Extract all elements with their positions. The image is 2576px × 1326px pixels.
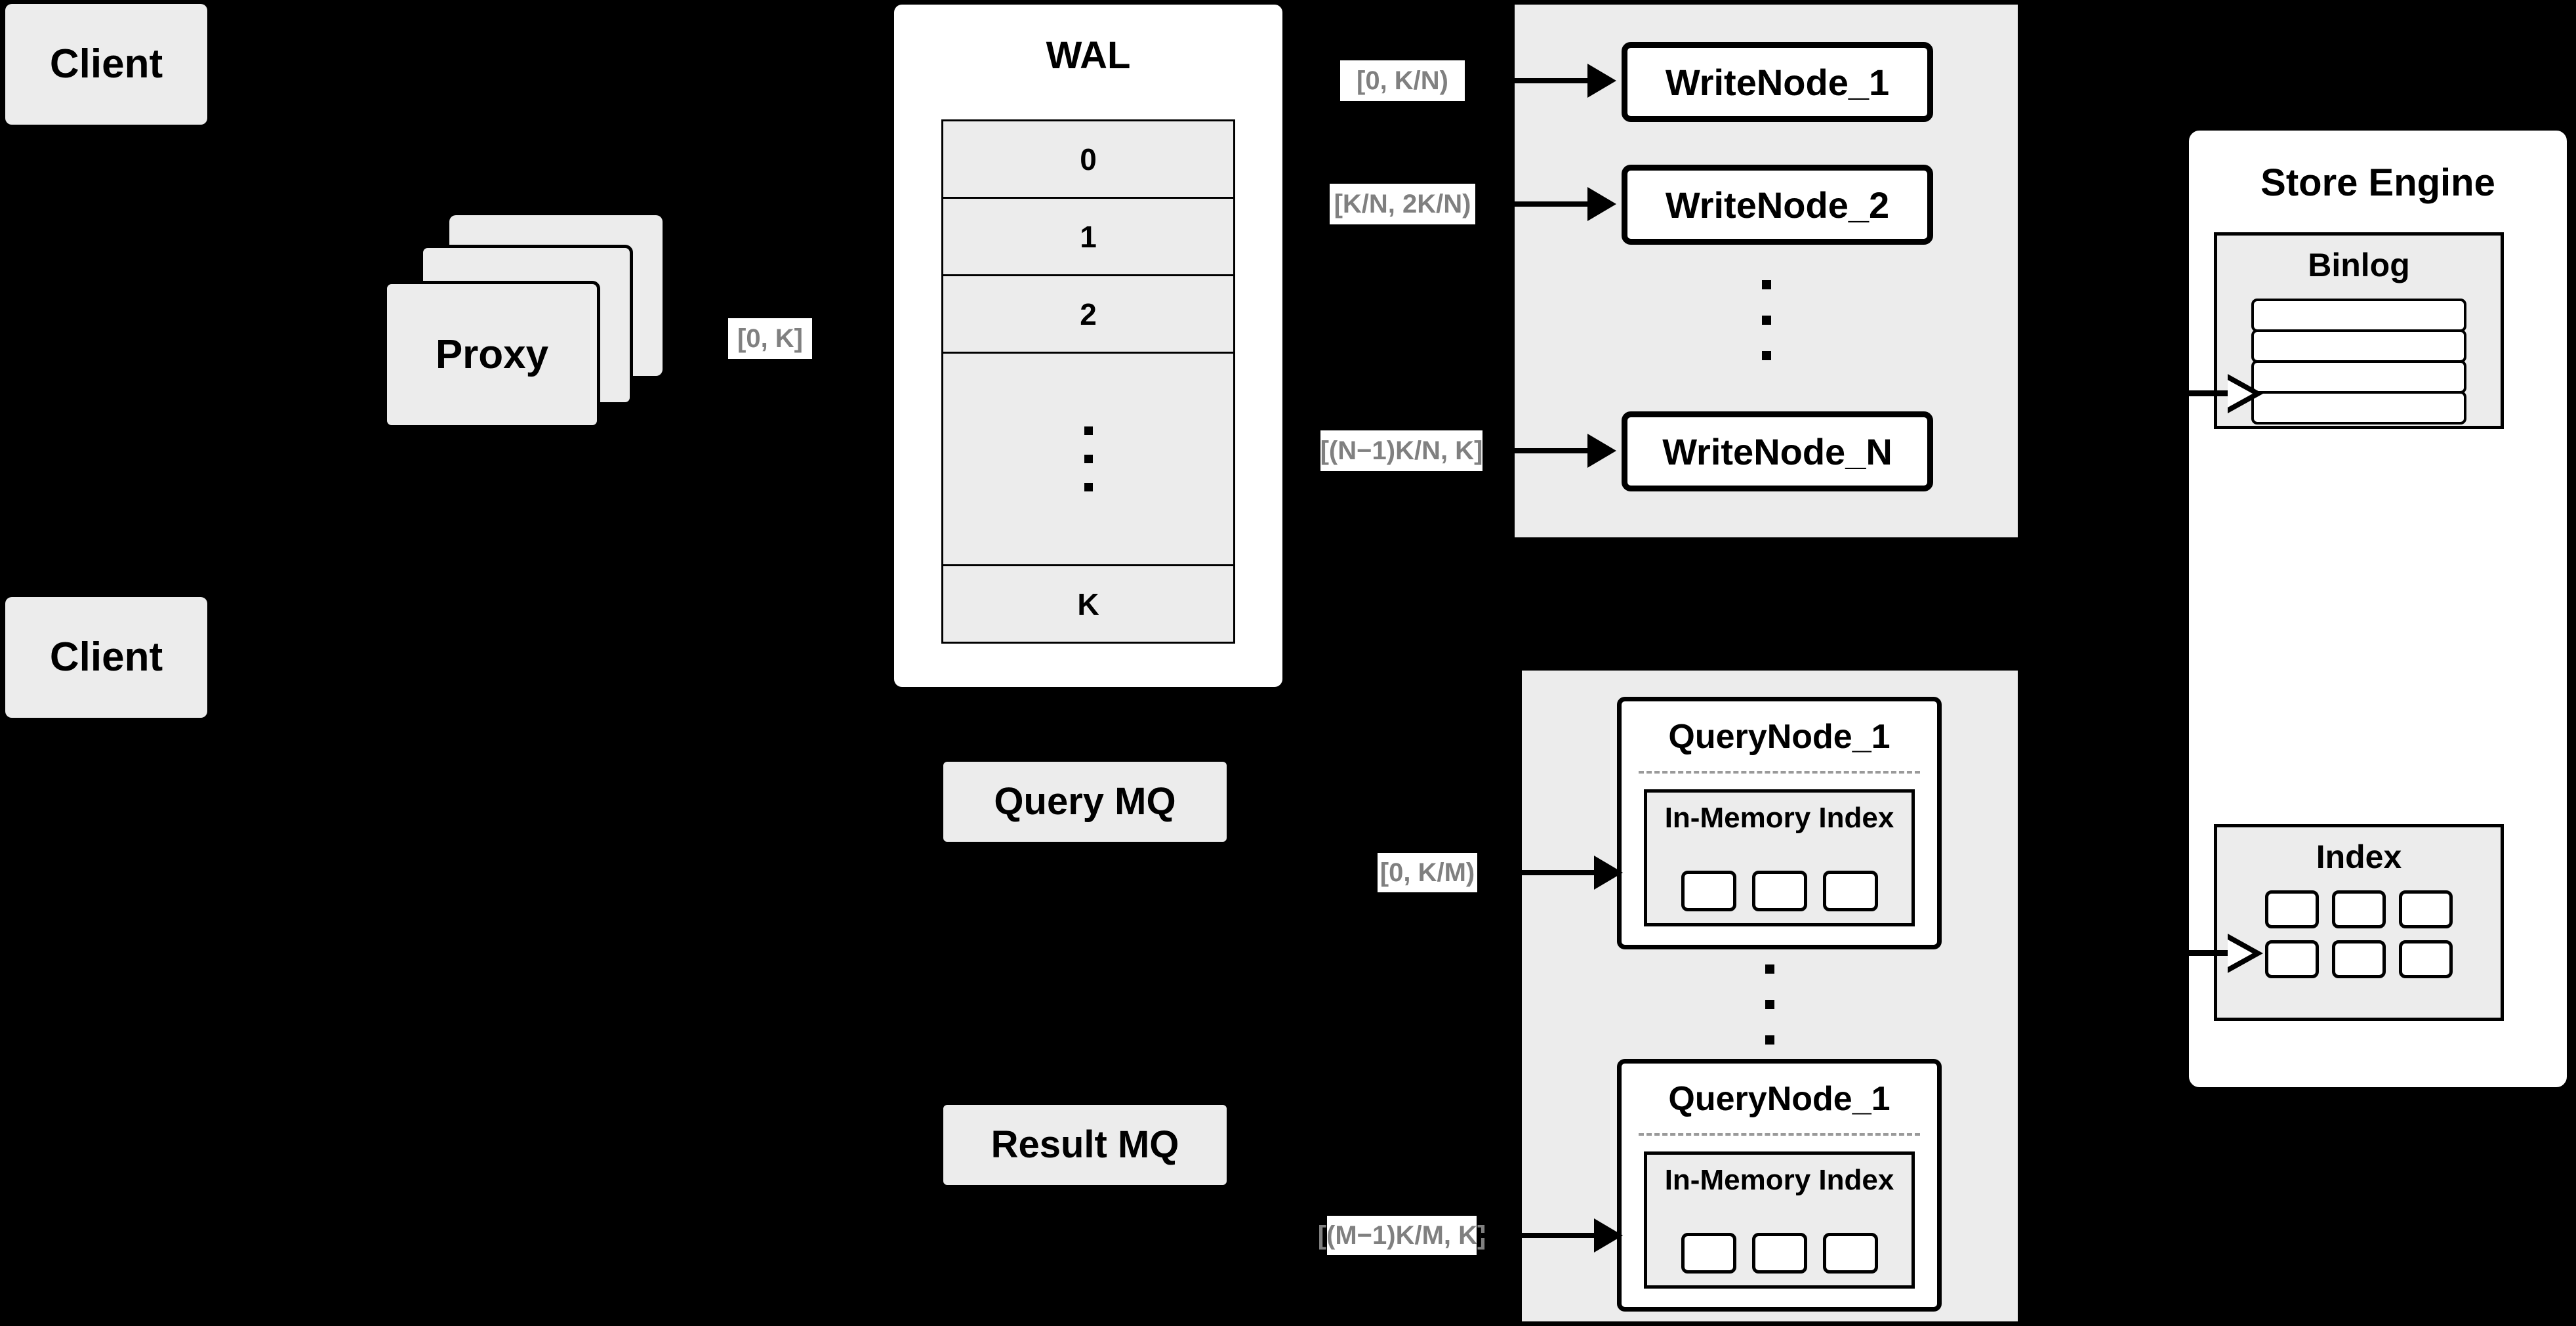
store-engine-container: Store Engine Binlog Index [2185, 127, 2571, 1091]
arrow-line-to-index [2185, 950, 2231, 956]
wal-row-last: K [1077, 587, 1099, 621]
wal-entry-table: 0 1 2 K [941, 119, 1235, 644]
binlog-row-list [2251, 299, 2466, 425]
arrow-line-writenode-2 [1478, 201, 1587, 207]
query-node-title: QueryNode_1 [1668, 718, 1891, 756]
index-grid-row [2265, 940, 2453, 978]
arrow-line-querynode-m [1481, 1233, 1594, 1238]
index-segment [1681, 871, 1736, 911]
ellipsis-dot [1761, 316, 1771, 325]
query-node-divider [1639, 1133, 1920, 1136]
ellipsis-dot [1761, 351, 1771, 360]
arrow-head-querynode-m [1594, 1218, 1623, 1253]
result-mq-node: Result MQ [943, 1105, 1227, 1185]
edge-label-proxy-to-wal: [0, K] [728, 318, 812, 359]
index-cell [2332, 940, 2386, 978]
proxy-node: Proxy [384, 281, 600, 428]
index-segment-list [1647, 871, 1912, 911]
index-segment-list [1647, 1233, 1912, 1274]
client-node-1: Client [5, 4, 207, 125]
proxy-label: Proxy [435, 332, 549, 377]
wal-row-ellipsis [943, 354, 1233, 566]
edge-label-wal-to-writenode-1: [0, K/N) [1340, 60, 1465, 101]
index-panel: Index [2214, 824, 2504, 1021]
edge-label-wal-to-writenode-2: [K/N, 2K/N) [1330, 184, 1475, 224]
index-cell-grid [2217, 890, 2501, 978]
query-node-cluster: QueryNode_1 In-Memory Index QueryNode_1 … [1522, 671, 2018, 1321]
write-node-1: WriteNode_1 [1622, 42, 1933, 122]
query-mq-node: Query MQ [943, 762, 1227, 842]
binlog-row [2251, 329, 2466, 363]
index-segment [1751, 871, 1807, 911]
index-cell [2399, 890, 2453, 928]
index-label: Index [2316, 839, 2402, 875]
query-node-1: QueryNode_1 In-Memory Index [1617, 697, 1942, 949]
query-mq-label: Query MQ [994, 779, 1176, 823]
index-cell [2265, 940, 2319, 978]
wal-title: WAL [1046, 34, 1131, 77]
in-memory-index-panel-1: In-Memory Index [1644, 789, 1915, 926]
index-segment [1822, 871, 1878, 911]
write-node-cluster: WriteNode_1 WriteNode_2 WriteNode_N [1515, 5, 2018, 537]
arrow-head-writenode-1 [1587, 64, 1616, 98]
wal-row: 2 [943, 276, 1233, 354]
arrow-line-writenode-1 [1469, 78, 1587, 83]
write-cluster-ellipsis [1761, 280, 1771, 360]
result-mq-label: Result MQ [991, 1123, 1179, 1166]
index-cell [2265, 890, 2319, 928]
wal-row: 1 [943, 199, 1233, 276]
index-cell [2332, 890, 2386, 928]
arrow-line-to-binlog [2185, 390, 2231, 396]
client-label: Client [49, 41, 163, 87]
ellipsis-dot [1084, 483, 1093, 491]
write-node-n: WriteNode_N [1622, 411, 1933, 491]
binlog-row [2251, 360, 2466, 394]
binlog-row [2251, 299, 2466, 332]
query-node-m: QueryNode_1 In-Memory Index [1617, 1059, 1942, 1312]
index-grid-row [2265, 890, 2453, 928]
in-memory-index-label: In-Memory Index [1664, 1164, 1894, 1196]
arrow-line-querynode-1 [1481, 870, 1594, 875]
in-memory-index-panel-2: In-Memory Index [1644, 1151, 1915, 1289]
index-segment [1681, 1233, 1736, 1274]
write-node-2: WriteNode_2 [1622, 165, 1933, 245]
binlog-label: Binlog [2308, 247, 2410, 283]
client-node-2: Client [5, 597, 207, 718]
arrow-head-writenode-2 [1587, 187, 1616, 221]
store-engine-title: Store Engine [2260, 161, 2495, 204]
in-memory-index-label: In-Memory Index [1664, 802, 1894, 834]
edge-label-mq-to-querynode-m: [(M−1)K/M, K] [1318, 1216, 1486, 1255]
arrow-head-querynode-1 [1594, 856, 1623, 890]
query-node-title: QueryNode_1 [1668, 1080, 1891, 1118]
ellipsis-dot [1084, 426, 1093, 435]
query-cluster-ellipsis [1765, 964, 1774, 1045]
edge-label-wal-to-writenode-n: [(N−1)K/N, K] [1320, 430, 1482, 471]
index-segment [1751, 1233, 1807, 1274]
arrow-head-writenode-n [1587, 434, 1616, 468]
client-label: Client [49, 634, 163, 680]
edge-label-mq-to-querynode-1: [0, K/M) [1378, 853, 1477, 892]
index-segment [1822, 1233, 1878, 1274]
wal-row: 0 [943, 121, 1233, 199]
binlog-row [2251, 391, 2466, 425]
query-node-divider [1639, 771, 1920, 774]
ellipsis-dot [1765, 964, 1774, 974]
ellipsis-dot [1765, 1000, 1774, 1009]
index-cell [2399, 940, 2453, 978]
ellipsis-dot [1765, 1035, 1774, 1045]
arrow-line-writenode-n [1484, 448, 1587, 453]
wal-container: WAL 0 1 2 K [894, 5, 1282, 687]
ellipsis-dot [1761, 280, 1771, 289]
ellipsis-dot [1084, 455, 1093, 463]
